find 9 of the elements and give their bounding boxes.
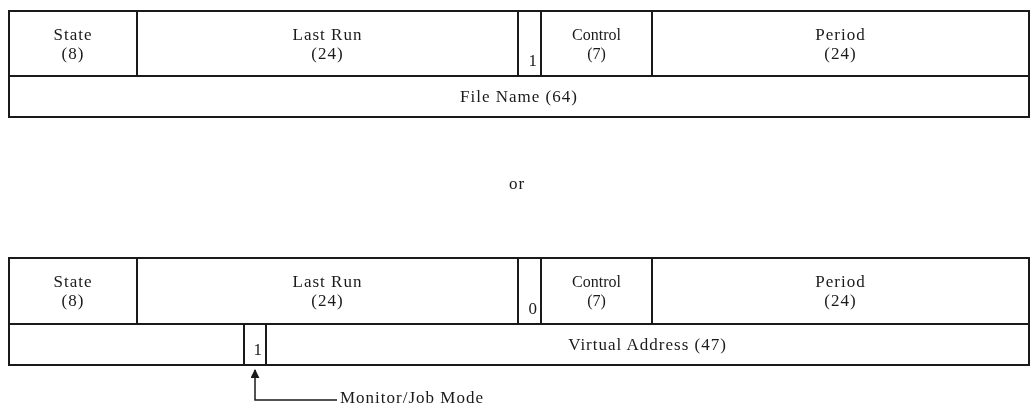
annotation-text: Monitor/Job Mode [340, 388, 484, 408]
field-cell: Period (24) [651, 10, 1030, 77]
field-cell: Period (24) [651, 257, 1030, 325]
field-cell: State (8) [8, 10, 138, 77]
field-cell: Virtual Address (47) [265, 323, 1030, 366]
leader-arrow [250, 369, 338, 401]
field-cell: File Name (64) [8, 75, 1030, 118]
separator-text: or [509, 174, 526, 194]
field-cell: State (8) [8, 257, 138, 325]
